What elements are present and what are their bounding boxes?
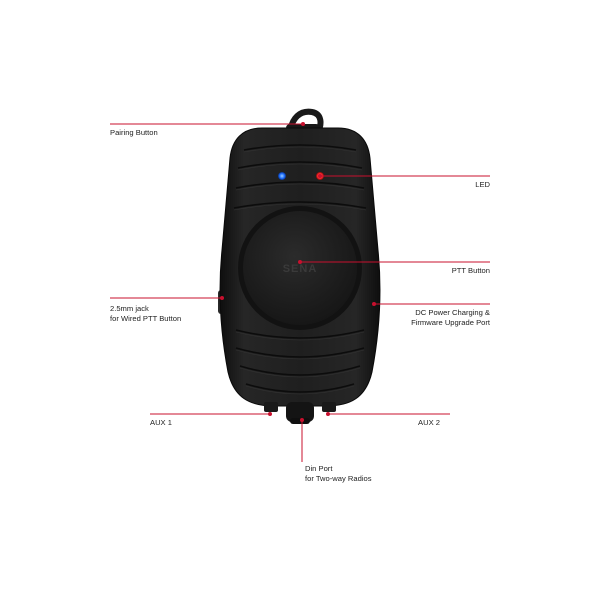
label-din-line1: Din Port xyxy=(305,464,333,473)
callout-dot-aux1 xyxy=(268,412,272,416)
callout-dot-dc xyxy=(372,302,376,306)
ptt-button xyxy=(243,211,357,325)
cable xyxy=(287,108,324,135)
body-ridge-highlights xyxy=(233,146,367,395)
label-ptt-button: PTT Button xyxy=(451,266,490,275)
led-blue xyxy=(278,172,286,180)
label-din-line2: for Two-way Radios xyxy=(305,474,372,483)
label-din-port: Din Port for Two-way Radios xyxy=(305,464,372,484)
brand-mark: SENA xyxy=(283,263,318,275)
label-led: LED xyxy=(475,180,490,189)
callout-lines xyxy=(110,123,490,462)
din-port-cap xyxy=(290,418,310,424)
body-ridges xyxy=(233,144,367,393)
callout-dot-pairing xyxy=(301,122,305,126)
label-dc-line2: Firmware Upgrade Port xyxy=(411,318,490,327)
callout-dots xyxy=(220,122,376,422)
label-jack-line1: 2.5mm jack xyxy=(110,304,149,313)
label-pairing-button: Pairing Button xyxy=(110,128,158,137)
label-dc-port: DC Power Charging & Firmware Upgrade Por… xyxy=(411,308,490,328)
callout-dot-din xyxy=(300,418,304,422)
callout-dot-aux2 xyxy=(326,412,330,416)
label-aux1: AUX 1 xyxy=(150,418,172,427)
label-jack: 2.5mm jack for Wired PTT Button xyxy=(110,304,181,324)
label-jack-line2: for Wired PTT Button xyxy=(110,314,182,323)
callout-dot-led xyxy=(318,174,322,178)
label-aux2: AUX 2 xyxy=(418,418,440,427)
callout-dot-jack xyxy=(220,296,224,300)
callout-dot-ptt xyxy=(298,260,302,264)
aux2-port xyxy=(322,402,336,412)
aux1-port xyxy=(264,402,278,412)
label-dc-line1: DC Power Charging & xyxy=(415,308,490,317)
din-port xyxy=(286,402,314,422)
